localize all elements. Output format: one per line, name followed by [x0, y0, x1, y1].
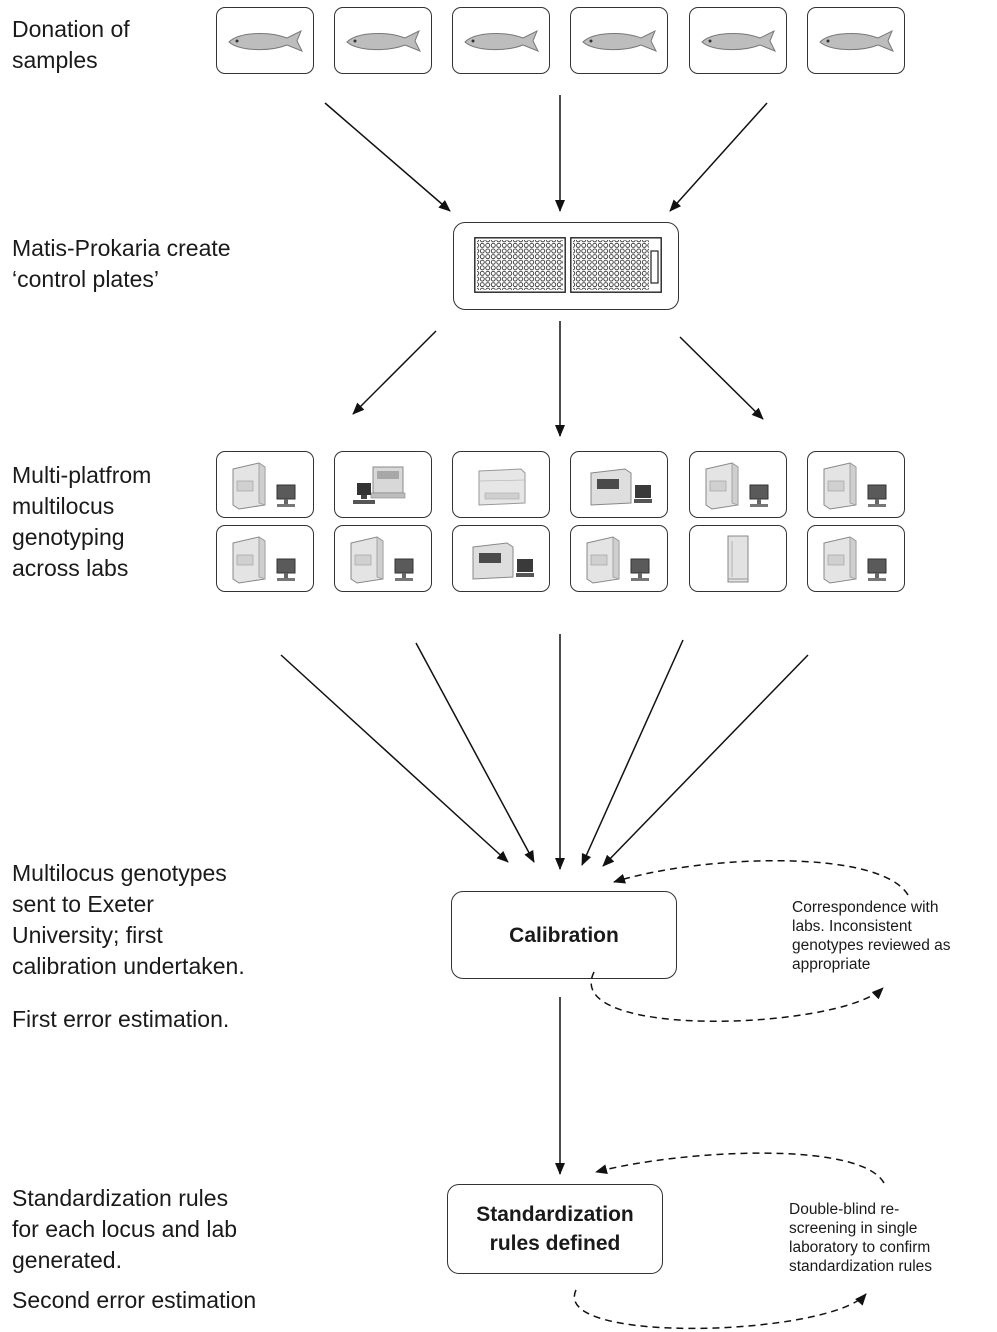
sequencer-icon [823, 461, 887, 510]
fish-icon [582, 29, 658, 52]
instrument-tile [452, 451, 550, 518]
calibration-stage-line: University; first [12, 922, 163, 948]
calibration-loop-note: Correspondence with labs. Inconsistent g… [792, 898, 951, 974]
fish-sample-tile [452, 7, 550, 74]
genotyper-icon [472, 541, 534, 580]
well-plate-icon [474, 237, 566, 293]
sequencer-icon [823, 535, 887, 584]
sequencer-icon [350, 535, 414, 584]
analyzer-icon [478, 467, 526, 506]
instrument-tile [689, 451, 787, 518]
donation-label-line: samples [12, 47, 98, 73]
arrow-labs-to-calibration [280, 654, 509, 863]
calibration-stage-line: sent to Exeter [12, 891, 154, 917]
fish-sample-tile [807, 7, 905, 74]
instrument-tile [807, 451, 905, 518]
control-plates-label: Matis-Prokaria create ‘control plates’ [12, 233, 231, 295]
calibration-box-label: Calibration [509, 923, 619, 947]
donation-label-line: Donation of [12, 16, 130, 42]
fish-icon [346, 29, 422, 52]
fish-icon [464, 29, 540, 52]
sequencer-icon [232, 535, 296, 584]
calibration-feedback-loop [590, 971, 884, 1023]
standardization-loop-note: Double-blind re- screening in single lab… [789, 1200, 932, 1276]
calibration-stage-label: Multilocus genotypes sent to Exeter Univ… [12, 858, 245, 982]
standardization-loop-line: standardization rules [789, 1258, 933, 1275]
fish-icon [819, 29, 895, 52]
instrument-tile [570, 525, 668, 592]
standardization-stage-line: for each locus and lab [12, 1216, 238, 1242]
calibration-loop-line: Correspondence with [792, 899, 939, 916]
arrow-labs-to-calibration [602, 654, 809, 867]
standardization-box-label: Standardization rules defined [448, 1185, 662, 1273]
sequencer-icon [705, 461, 769, 510]
instrument-tile [689, 525, 787, 592]
donation-label: Donation of samples [12, 14, 130, 76]
fish-icon [701, 29, 777, 52]
sequencer-icon [232, 461, 296, 510]
first-error-label: First error estimation. [12, 1006, 230, 1032]
calibration-feedback-loop [613, 859, 909, 896]
standardization-box-line: Standardization [476, 1203, 634, 1226]
calibration-stage-line: calibration undertaken. [12, 953, 245, 979]
genotyping-label-line: multilocus [12, 493, 115, 519]
calibration-loop-line: labs. Inconsistent [792, 918, 912, 935]
standardization-stage-line: generated. [12, 1247, 122, 1273]
standardization-stage-line: Standardization rules [12, 1185, 229, 1211]
fish-sample-tile [334, 7, 432, 74]
genotyping-label-line: across labs [12, 555, 129, 581]
arrow-plates-to-labs [679, 336, 764, 420]
control-plates-label-line: Matis-Prokaria create [12, 235, 231, 261]
genotyping-label: Multi-platfrom multilocus genotyping acr… [12, 460, 151, 584]
cabinet-icon [727, 535, 749, 582]
instrument-tile [334, 525, 432, 592]
standardization-feedback-loop [573, 1289, 867, 1330]
instrument-tile [216, 525, 314, 592]
instrument-tile [216, 451, 314, 518]
standardization-loop-line: Double-blind re- [789, 1201, 900, 1218]
fish-sample-tile [689, 7, 787, 74]
well-plate-icon [570, 237, 662, 293]
instrument-tile [334, 451, 432, 518]
calibration-stage-line: Multilocus genotypes [12, 860, 227, 886]
standardization-feedback-loop [595, 1152, 885, 1184]
calibration-loop-line: genotypes reviewed as [792, 937, 951, 954]
arrow-samples-to-plates [324, 102, 451, 212]
genotyper-icon [590, 467, 652, 506]
calibration-loop-line: appropriate [792, 956, 871, 973]
sequencer-icon [586, 535, 650, 584]
instrument-tile [452, 525, 550, 592]
control-plates-label-line: ‘control plates’ [12, 266, 160, 292]
standardization-stage-label: Standardization rules for each locus and… [12, 1183, 237, 1276]
second-error-label: Second error estimation [12, 1287, 257, 1313]
control-plates-box [453, 222, 679, 310]
arrow-plates-to-labs [352, 330, 437, 415]
instrument-tile [570, 451, 668, 518]
instrument-tile [807, 525, 905, 592]
arrow-labs-to-calibration [415, 642, 535, 863]
standardization-loop-line: laboratory to confirm [789, 1239, 931, 1256]
workstation-icon [353, 466, 406, 504]
genotyping-label-line: Multi-platfrom [12, 462, 152, 488]
fish-icon [228, 29, 304, 52]
arrow-labs-to-calibration [581, 639, 684, 866]
arrow-samples-to-plates [669, 102, 768, 212]
fish-sample-tile [216, 7, 314, 74]
standardization-box-line: rules defined [489, 1232, 621, 1255]
calibration-box: Calibration [451, 891, 677, 979]
standardization-loop-line: screening in single [789, 1220, 918, 1237]
fish-sample-tile [570, 7, 668, 74]
genotyping-label-line: genotyping [12, 524, 125, 550]
standardization-box: Standardization rules defined [447, 1184, 663, 1274]
